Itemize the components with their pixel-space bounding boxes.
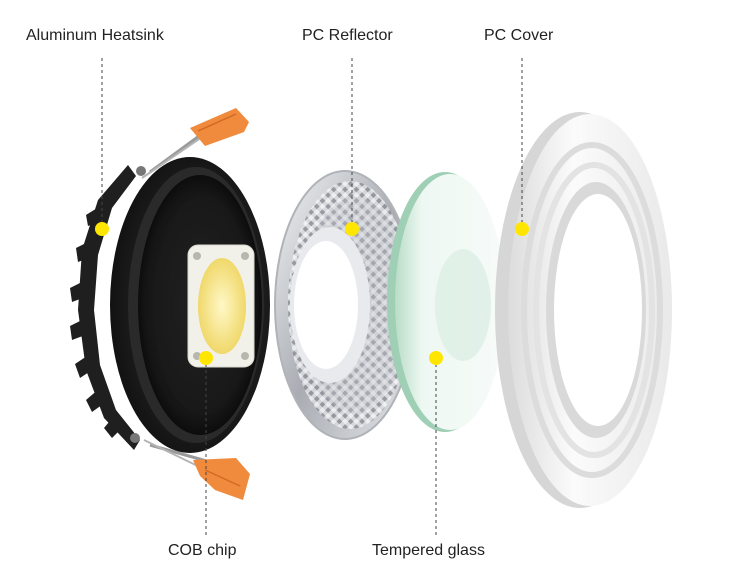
marker-cob [199,351,213,365]
leader-lines [101,58,523,535]
heatsink-fins [70,165,140,450]
markers [95,222,529,365]
label-glass: Tempered glass [372,542,485,559]
marker-heatsink [95,222,109,236]
marker-glass [429,351,443,365]
marker-cover [515,222,529,236]
label-cover: PC Cover [484,27,554,44]
marker-reflector [345,222,359,236]
spring-clip-top-icon [141,108,249,179]
spring-clip-bottom-icon [143,439,250,500]
glass-icon [387,172,505,432]
label-heatsink: Aluminum Heatsink [26,27,164,44]
cover-ring-icon [495,112,672,508]
label-reflector: PC Reflector [302,27,393,44]
reflector-icon [274,170,416,440]
label-cob: COB chip [168,542,237,559]
cob-chip-icon [187,244,255,368]
